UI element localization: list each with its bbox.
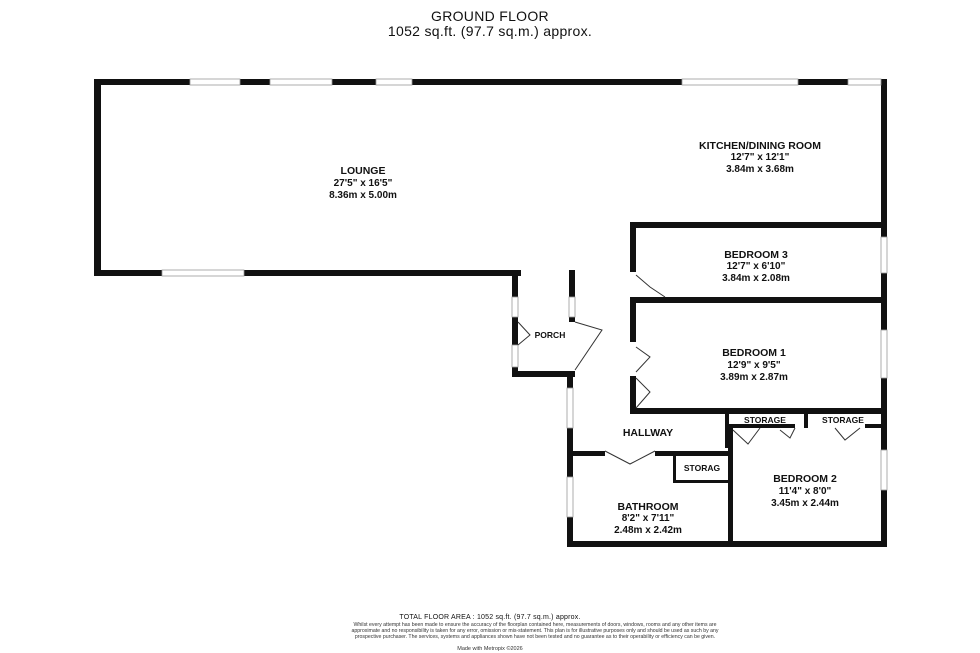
window-top-2 [269,78,333,86]
window-hallway [566,387,574,429]
window-bedroom2 [880,449,888,491]
room-lounge: LOUNGE 27'5" x 16'5" 8.36m x 5.00m [329,165,397,201]
room-bedroom2-name: BEDROOM 2 [773,473,837,485]
room-storage-3-name: STORAG [684,463,721,473]
doors [517,274,861,465]
door-storage-2 [834,427,861,441]
footer-disclaimer: Whilst every attempt has been made to en… [351,622,719,640]
door-bedroom1-a [635,346,651,373]
wall-bed3-top [630,222,887,228]
room-bedroom3: BEDROOM 3 12'7" x 6'10" 3.84m x 2.08m [722,249,790,284]
window-porch-left-1 [511,296,519,318]
room-storage-1-name: STORAGE [744,415,786,425]
wall-bathroom-right [728,440,733,547]
wall-storage-bottom [673,480,728,483]
room-bathroom: BATHROOM 8'2" x 7'11" 2.48m x 2.42m [614,501,682,536]
wall-bed3-left [630,222,636,272]
door-storage-1 [779,427,796,439]
wall-hallway-left [567,371,573,547]
window-top-kitchen [681,78,799,86]
room-bedroom1-metric: 3.89m x 2.87m [720,372,788,383]
wall-storage-front-a [725,424,795,428]
window-bedroom1 [880,329,888,379]
room-bedroom1: BEDROOM 1 12'9" x 9'5" 3.89m x 2.87m [720,347,788,383]
room-bedroom1-name: BEDROOM 1 [722,347,786,359]
room-lounge-name: LOUNGE [341,165,386,177]
floor-title: GROUND FLOOR [431,8,549,24]
room-kitchen-metric: 3.84m x 3.68m [726,164,794,175]
door-bedroom2 [732,427,761,445]
wall-storage-front-b [865,424,881,428]
window-top-1 [189,78,241,86]
window-porch-right [568,296,576,318]
wall-storage-divider [804,413,808,428]
windows [161,78,888,518]
wall-storage-left [673,456,676,482]
room-bedroom3-imperial: 12'7" x 6'10" [727,261,786,272]
room-lounge-imperial: 27'5" x 16'5" [334,178,393,189]
wall-bathroom-top-b [655,451,733,456]
wall-porch-left [512,270,518,377]
wall-storage-side [725,413,729,429]
footer-total-area: TOTAL FLOOR AREA : 1052 sq.ft. (97.7 sq.… [399,614,581,621]
window-top-3 [375,78,413,86]
wall-bed2-left-top [725,424,733,448]
door-porch [574,321,603,371]
footer-made-with: Made with Metropix ©2026 [457,646,523,652]
room-bedroom2-imperial: 11'4" x 8'0" [779,486,832,497]
room-hallway-name: HALLWAY [623,427,673,439]
wall-bed1-left-a [630,297,636,342]
room-bedroom2: BEDROOM 2 11'4" x 8'0" 3.45m x 2.44m [771,473,839,509]
door-bedroom3 [635,274,666,298]
wall-right [881,79,887,547]
room-bathroom-name: BATHROOM [617,501,678,513]
room-kitchen: KITCHEN/DINING ROOM 12'7" x 12'1" 3.84m … [699,140,821,175]
room-bathroom-imperial: 8'2" x 7'11" [622,513,675,524]
room-kitchen-imperial: 12'7" x 12'1" [731,152,790,163]
wall-lounge-bottom [94,270,521,276]
floor-area: 1052 sq.ft. (97.7 sq.m.) approx. [387,23,593,39]
room-bathroom-metric: 2.48m x 2.42m [614,525,682,536]
wall-left [94,79,101,276]
window-porch-left-2 [511,344,519,368]
room-bedroom2-metric: 3.45m x 2.44m [771,498,839,509]
wall-bathroom-top-a [567,451,605,456]
door-bedroom1-b [635,377,651,409]
room-kitchen-name: KITCHEN/DINING ROOM [699,140,821,152]
wall-bottom [567,541,887,547]
door-bathroom [604,450,656,465]
wall-porch-right [569,270,575,322]
room-bedroom3-name: BEDROOM 3 [724,249,788,261]
wall-bed1-left-b [630,376,636,413]
door-porch-front [517,321,531,346]
room-bedroom1-imperial: 12'9" x 9'5" [727,360,780,371]
walls [94,79,887,547]
room-porch-name: PORCH [535,330,566,340]
wall-porch-bottom [512,371,575,377]
window-bedroom3 [880,236,888,274]
wall-top [94,79,887,85]
window-top-kitchen-2 [847,78,882,86]
room-storage-2-name: STORAGE [822,415,864,425]
window-lounge-bottom [161,269,245,277]
window-bathroom [566,476,574,518]
wall-bed1-bottom [630,408,887,414]
room-bedroom3-metric: 3.84m x 2.08m [722,273,790,284]
room-lounge-metric: 8.36m x 5.00m [329,190,397,201]
wall-bed3-bottom [630,297,887,303]
